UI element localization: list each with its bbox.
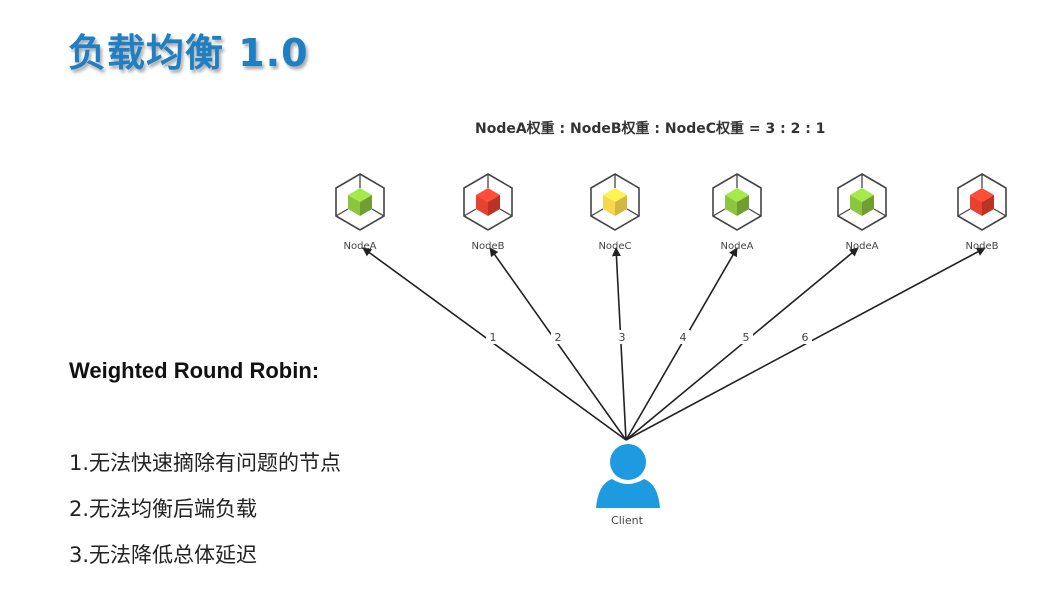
request-edge: 2 — [489, 247, 627, 441]
cube-icon — [590, 173, 640, 231]
node-label: NodeC — [598, 241, 631, 252]
client-label: Client — [611, 514, 644, 527]
cube-icon — [712, 173, 762, 231]
node-item: NodeB — [463, 173, 513, 252]
cube-icon — [837, 173, 887, 231]
algorithm-heading: Weighted Round Robin: — [69, 358, 320, 383]
issue-item: 1.无法快速摘除有问题的节点 — [69, 451, 342, 475]
node-list: NodeA NodeB — [335, 173, 1007, 252]
edge-order-label: 3 — [619, 331, 626, 344]
request-edge: 5 — [625, 247, 859, 441]
issue-list: 1.无法快速摘除有问题的节点 2.无法均衡后端负载 3.无法降低总体延迟 — [69, 446, 341, 584]
edge-order-label: 6 — [802, 331, 809, 344]
request-edge: 6 — [625, 247, 986, 441]
node-item: NodeA — [712, 173, 762, 252]
node-label: NodeA — [721, 241, 754, 252]
request-edge: 4 — [625, 247, 738, 441]
node-label: NodeA — [344, 241, 377, 252]
edge-order-label: 4 — [680, 331, 687, 344]
user-icon — [596, 444, 660, 508]
cube-icon — [957, 173, 1007, 231]
edge-order-label: 2 — [555, 331, 562, 344]
node-label: NodeB — [472, 241, 505, 252]
node-item: NodeB — [957, 173, 1007, 252]
issue-item: 2.无法均衡后端负载 — [69, 497, 258, 521]
edge-order-label: 1 — [490, 331, 497, 344]
node-label: NodeA — [846, 241, 879, 252]
node-item: NodeA — [837, 173, 887, 252]
cube-icon — [463, 173, 513, 231]
request-edges: 1 2 3 4 5 6 — [362, 247, 986, 441]
request-edge: 1 — [362, 247, 627, 441]
client: Client — [596, 444, 660, 527]
request-edge: 3 — [611, 247, 629, 441]
cube-icon — [335, 173, 385, 231]
node-item: NodeC — [590, 173, 640, 252]
slide-title: 负载均衡 1.0 — [68, 31, 309, 75]
node-label: NodeB — [966, 241, 999, 252]
issue-item: 3.无法降低总体延迟 — [69, 543, 258, 567]
node-item: NodeA — [335, 173, 385, 252]
edge-order-label: 5 — [743, 331, 750, 344]
weight-ratio-caption: NodeA权重 : NodeB权重 : NodeC权重 = 3 : 2 : 1 — [475, 121, 826, 137]
